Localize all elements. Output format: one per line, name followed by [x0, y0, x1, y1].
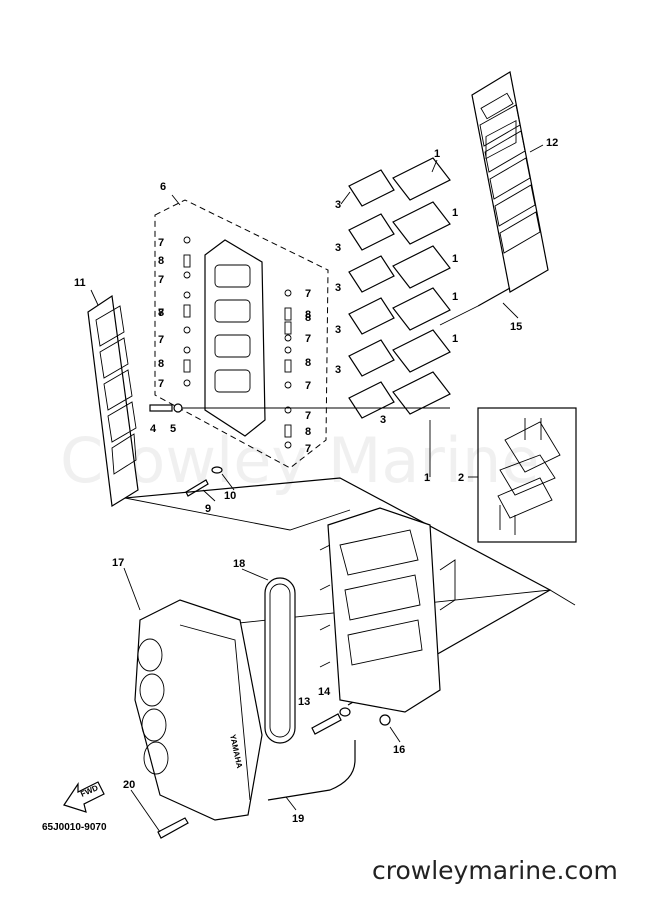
callout-8: 8 [305, 309, 311, 321]
washer-5 [173, 403, 183, 413]
callout-labels: 1 1 1 1 1 1 2 3 3 3 3 3 3 4 5 6 7 7 7 7 … [74, 137, 558, 825]
bolt-13 [311, 713, 342, 735]
diagram-code: 65J0010-9070 [42, 822, 107, 833]
callout-8: 8 [158, 255, 164, 267]
callout-8: 8 [305, 357, 311, 369]
callout-7: 7 [305, 380, 311, 392]
callout-8: 8 [158, 358, 164, 370]
intake-cover-17: YAMAHA [134, 599, 263, 821]
callout-11: 11 [74, 277, 86, 289]
callout-8: 8 [305, 426, 311, 438]
callout-7: 7 [305, 443, 311, 455]
callout-8: 8 [158, 307, 164, 319]
callout-14: 14 [318, 686, 331, 698]
reed-valve-stack [348, 157, 451, 419]
callout-5: 5 [170, 423, 176, 435]
hose-19 [267, 740, 356, 801]
callout-10: 10 [224, 490, 236, 502]
washer-10 [211, 466, 223, 474]
callout-7: 7 [305, 410, 311, 422]
callout-7: 7 [158, 237, 164, 249]
callout-12: 12 [546, 137, 558, 149]
callout-1: 1 [452, 207, 458, 219]
bolt-15 [477, 287, 511, 307]
callout-7: 7 [305, 333, 311, 345]
callout-1: 1 [434, 148, 440, 160]
callout-8: 8 [305, 312, 311, 324]
callout-3: 3 [335, 282, 341, 294]
site-url: crowleymarine.com [372, 856, 618, 885]
callout-13: 13 [298, 696, 310, 708]
seal-18 [264, 577, 296, 744]
gasket-11 [87, 294, 139, 508]
callout-1: 1 [452, 333, 458, 345]
callout-1: 1 [452, 291, 458, 303]
callout-4: 4 [150, 423, 157, 435]
crankcase-block [319, 507, 456, 713]
callout-9: 9 [205, 503, 211, 515]
callout-20: 20 [123, 779, 135, 791]
gasket-12 [471, 71, 549, 293]
callout-6: 6 [160, 181, 166, 193]
watermark-text: Crowley Marine [60, 424, 539, 497]
callout-3: 3 [335, 199, 341, 211]
callout-7: 7 [158, 334, 164, 346]
callout-3: 3 [335, 242, 341, 254]
callout-1: 1 [452, 253, 458, 265]
washer-14 [339, 707, 351, 717]
callout-3: 3 [380, 414, 386, 426]
callout-2: 2 [458, 472, 464, 484]
screw-4 [149, 404, 173, 412]
manifold-assembly-6 [154, 199, 329, 469]
callout-3: 3 [335, 324, 341, 336]
leader-lines [90, 144, 544, 833]
bolt-20 [157, 817, 189, 839]
forward-arrow-icon: FWD [63, 781, 105, 813]
callout-1: 1 [424, 472, 430, 484]
callout-18: 18 [233, 558, 245, 570]
callout-7: 7 [158, 378, 164, 390]
callout-7: 7 [305, 288, 311, 300]
callout-16: 16 [393, 744, 405, 756]
callout-7: 7 [158, 307, 164, 319]
nut-16 [379, 714, 391, 726]
callout-7: 7 [158, 274, 164, 286]
callout-15: 15 [510, 321, 522, 333]
callout-19: 19 [292, 813, 304, 825]
callout-17: 17 [112, 557, 124, 569]
reed-valve-inset-2 [477, 407, 577, 543]
callout-3: 3 [335, 364, 341, 376]
